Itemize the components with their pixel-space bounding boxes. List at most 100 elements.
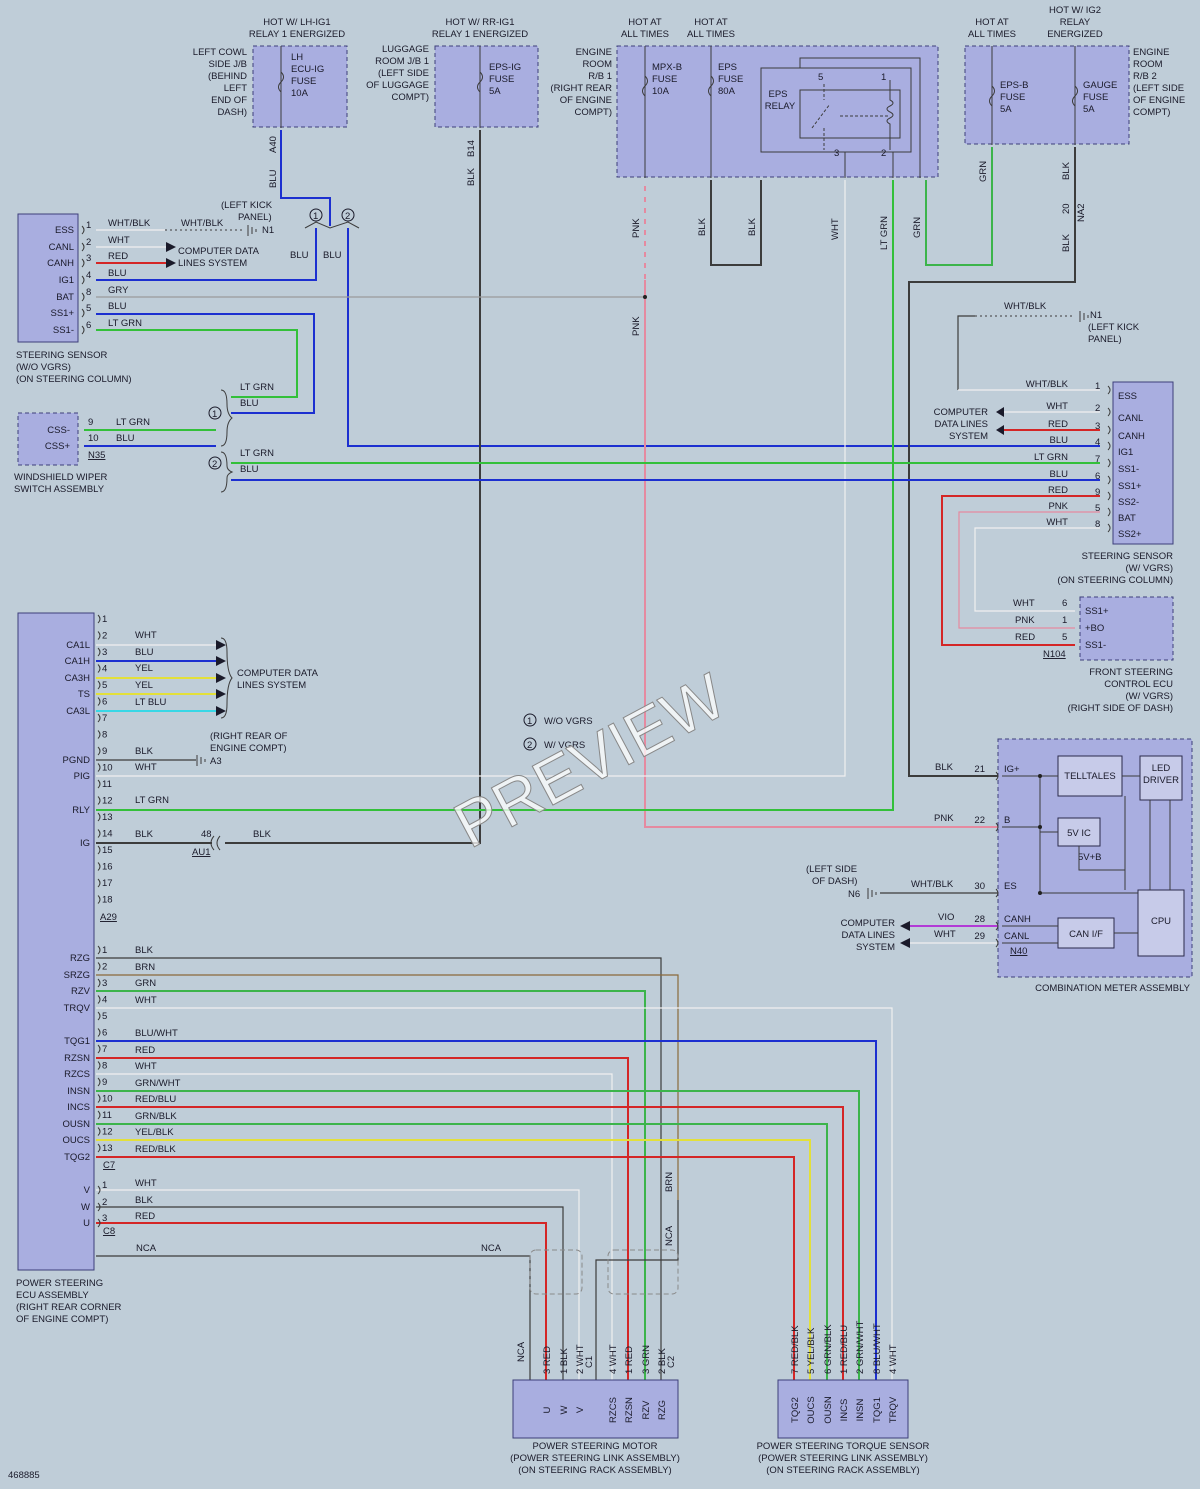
pin-label: CANH: [1004, 914, 1031, 925]
wire-label: BLU: [135, 647, 154, 658]
wire-blk-eps: [710, 180, 762, 266]
wire-label: WHT: [135, 630, 157, 641]
wire-red-rzsn: [96, 1057, 629, 1380]
n1-label: N1: [262, 225, 274, 236]
cdl-label: LINES SYSTEM: [178, 258, 247, 269]
wire-label: BLU: [1050, 469, 1069, 480]
wire-grn-epsb: [925, 147, 993, 266]
na2-conn: NA2: [1076, 204, 1087, 222]
wire-ltgrn-ss1m: [96, 329, 298, 398]
pin-label: INSN: [67, 1086, 90, 1097]
pin-terminal-icon: [97, 796, 101, 805]
wire-nca: [96, 1255, 531, 1380]
relay-contacts: [799, 89, 901, 139]
pin-label: SS2-: [1118, 497, 1139, 508]
pin-label: SRZG: [64, 970, 90, 981]
er-loc: ENGINE: [576, 47, 612, 58]
pin-terminal-icon: [97, 895, 101, 904]
wire-blu-ig: [280, 130, 331, 226]
shield-2: [607, 1249, 679, 1295]
wire-wht-ss2p: [974, 527, 1100, 612]
gauge-fuse: FUSE: [1083, 92, 1108, 103]
pin-label: U: [542, 1406, 553, 1413]
wiper-box: [17, 412, 79, 466]
fsecu-name: (RIGHT SIDE OF DASH): [1068, 703, 1173, 714]
pin-label: B: [1004, 815, 1010, 826]
rr-jb-box: [434, 45, 539, 128]
conn-label: N35: [88, 450, 105, 461]
cdl-label: COMPUTER DATA: [178, 246, 260, 257]
wire-label: RED: [135, 1211, 155, 1222]
pin-label: OUSN: [63, 1119, 91, 1130]
wire-grnwht-insn: [96, 1090, 860, 1380]
pin-label: IG+: [1004, 764, 1020, 775]
wire: [957, 315, 975, 390]
pin-terminal-icon: [97, 829, 101, 838]
pin-num: 2: [102, 1197, 107, 1208]
pin-terminal-icon: [995, 938, 999, 948]
pin-label: INSN: [855, 1399, 866, 1422]
pin-label: RZCS: [608, 1397, 619, 1423]
kick-label: (LEFT KICK: [221, 200, 273, 211]
er-loc: R/B 1: [588, 71, 612, 82]
hot-text: HOT AT: [975, 17, 1009, 28]
fsecu-name: (W/ VGRS): [1126, 691, 1174, 702]
wire-wht-trqv: [96, 1007, 893, 1380]
pin-terminal-icon: [81, 325, 85, 335]
wire-label: WHT: [1013, 598, 1035, 609]
pin-terminal-icon: [97, 614, 101, 624]
ground-icon: [196, 755, 206, 766]
wire-redblu-incs: [96, 1106, 844, 1380]
epsb-fuse: EPS-B: [1000, 80, 1029, 91]
relay-pin: 5: [818, 72, 823, 83]
dash-loc: OF DASH): [812, 876, 857, 887]
epsb-fuse: 5A: [1000, 104, 1012, 115]
pin-num: 8: [1095, 519, 1100, 530]
wire-label: LT BLU: [135, 697, 166, 708]
legend-1-num: 1: [527, 716, 532, 727]
lh-loc: DASH): [217, 107, 247, 118]
pin-terminal-icon: [97, 1077, 101, 1087]
relay-pin: 1: [881, 72, 886, 83]
er-loc: ROOM: [582, 59, 612, 70]
rr-fuse-label: EPS-IG: [489, 62, 521, 73]
wire-label: WHT: [830, 218, 841, 240]
pin-num: 4: [86, 270, 91, 281]
pin-label: RZSN: [64, 1053, 90, 1064]
canif-label: CAN I/F: [1069, 929, 1103, 940]
pin-terminal-icon: [1107, 523, 1111, 533]
pin-terminal-icon: [97, 713, 101, 723]
cdl-label: COMPUTER: [841, 918, 896, 929]
pin-label: W: [81, 1202, 90, 1213]
led-driver-block: [1139, 755, 1183, 801]
ss-wo-name: (ON STEERING COLUMN): [16, 374, 132, 385]
ecu-name: (RIGHT REAR CORNER: [16, 1302, 122, 1313]
front-steering-ecu: SS1+ +BO SS1- 6 1 5 WHT PNK RED N104 FRO…: [1013, 596, 1174, 714]
wire-label: LT GRN: [116, 417, 150, 428]
pin-label: CANL: [49, 242, 74, 253]
wire-label: WHT: [135, 995, 157, 1006]
wire-label: VIO: [938, 912, 954, 923]
pin-num: 1: [102, 1180, 107, 1191]
pin-num: 11: [102, 779, 112, 790]
wire-label: WHT: [135, 762, 157, 773]
cpu-block: [1137, 889, 1185, 957]
wire-label: BLK: [135, 945, 154, 956]
combination-meter: TELLTALES LED DRIVER 5V IC 5V+B CAN I/F …: [806, 738, 1193, 994]
pin-num: 4: [102, 995, 107, 1006]
cdl-label: COMPUTER: [934, 407, 989, 418]
ecu-name: OF ENGINE COMPT): [16, 1314, 108, 1325]
wire-grn-rzv: [96, 990, 646, 1380]
pin-label: RZV: [71, 986, 91, 997]
wire-label: 1 RED: [624, 1346, 635, 1374]
er2-loc: R/B 2: [1133, 71, 1157, 82]
pin-label: CA3H: [65, 673, 90, 684]
pin-label: CSS-: [47, 425, 70, 436]
pin-num: 7: [102, 713, 107, 724]
pin-terminal-icon: [1107, 385, 1111, 395]
pin-num: 2: [102, 962, 107, 973]
5vic-label: 5V IC: [1067, 828, 1091, 839]
wire-label: BRN: [135, 962, 155, 973]
